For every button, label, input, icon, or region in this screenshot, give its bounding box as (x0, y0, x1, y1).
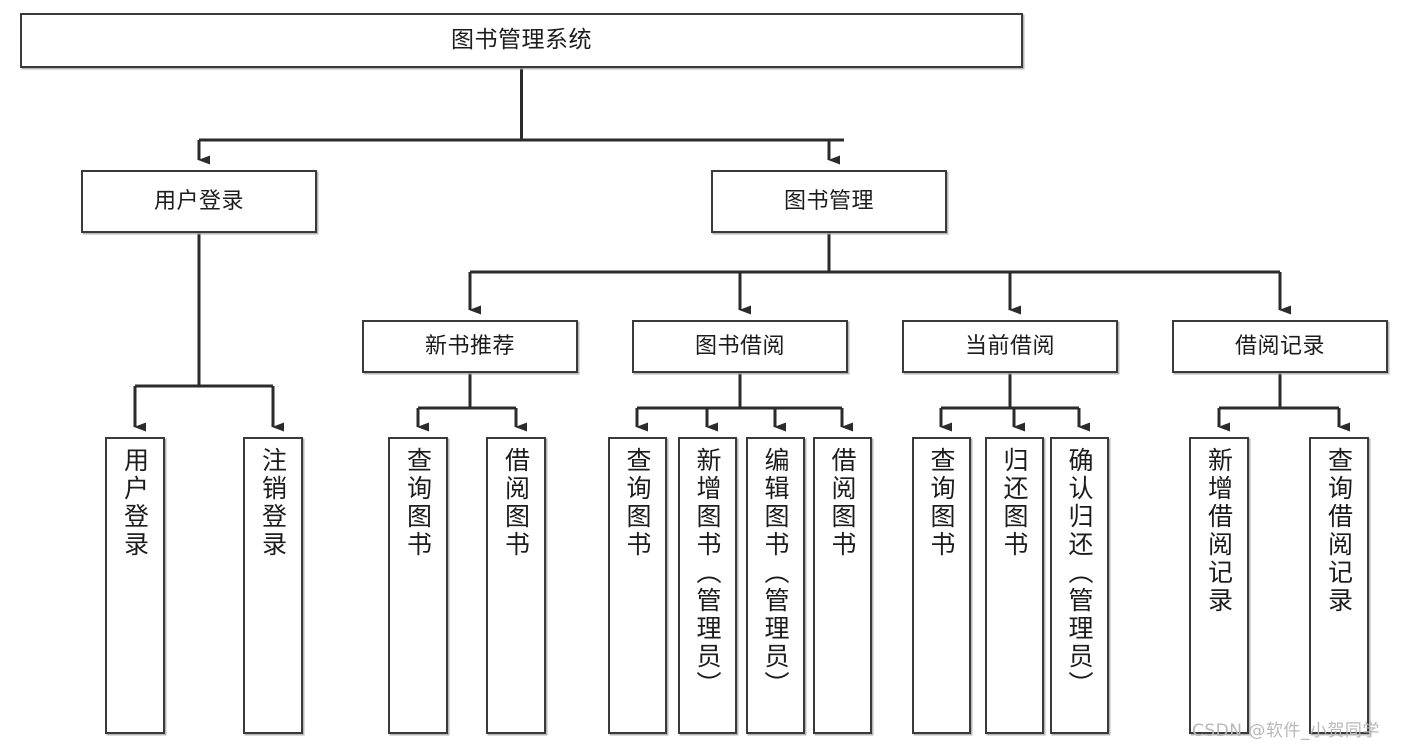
node-borrow-record[interactable]: 借阅记录 (1172, 320, 1388, 373)
node-leaf-borrow-book-1[interactable]: 借阅图书 (486, 437, 546, 734)
node-leaf-borrow-book-2[interactable]: 借阅图书 (813, 437, 872, 734)
node-label: 图书管理 (783, 188, 874, 214)
node-label: 新增借阅记录 (1204, 447, 1234, 615)
node-label: 归还图书 (1000, 447, 1029, 559)
node-label: 用户登录 (153, 188, 244, 214)
node-book-manage[interactable]: 图书管理 (711, 170, 947, 233)
node-label: 确认归还（管理员） (1065, 447, 1094, 699)
node-label: 当前借阅 (964, 333, 1055, 359)
watermark-text: CSDN @软件_小贺同学 (1192, 721, 1380, 741)
node-leaf-query-book-1[interactable]: 查询图书 (388, 437, 448, 734)
node-leaf-add-record[interactable]: 新增借阅记录 (1189, 437, 1249, 734)
node-label: 借阅图书 (828, 447, 857, 559)
node-leaf-edit-book[interactable]: 编辑图书（管理员） (746, 437, 805, 734)
node-label: 新增图书（管理员） (693, 447, 722, 699)
node-label: 查询借阅记录 (1324, 447, 1354, 615)
node-leaf-add-book[interactable]: 新增图书（管理员） (678, 437, 737, 734)
node-leaf-user-login[interactable]: 用户登录 (105, 437, 165, 734)
node-user-login[interactable]: 用户登录 (81, 170, 317, 233)
node-label: 图书借阅 (694, 333, 785, 359)
node-book-borrow[interactable]: 图书借阅 (632, 320, 848, 373)
node-leaf-query-book-3[interactable]: 查询图书 (912, 437, 971, 734)
node-label: 查询图书 (927, 447, 956, 559)
node-label: 用户登录 (120, 447, 150, 559)
node-label: 注销登录 (258, 447, 288, 559)
node-leaf-return-book[interactable]: 归还图书 (985, 437, 1044, 734)
node-new-book-recommend[interactable]: 新书推荐 (362, 320, 578, 373)
node-label: 新书推荐 (424, 333, 515, 359)
node-root-system[interactable]: 图书管理系统 (20, 13, 1023, 68)
node-label: 借阅记录 (1234, 333, 1325, 359)
node-leaf-query-record[interactable]: 查询借阅记录 (1309, 437, 1369, 734)
node-label: 查询图书 (403, 447, 433, 559)
node-leaf-query-book-2[interactable]: 查询图书 (608, 437, 667, 734)
node-label: 图书管理系统 (451, 27, 592, 54)
node-label: 编辑图书（管理员） (761, 447, 790, 699)
node-label: 查询图书 (623, 447, 652, 559)
node-label: 借阅图书 (501, 447, 531, 559)
node-current-borrow[interactable]: 当前借阅 (902, 320, 1118, 373)
node-leaf-confirm-return[interactable]: 确认归还（管理员） (1050, 437, 1109, 734)
node-leaf-user-logout[interactable]: 注销登录 (243, 437, 303, 734)
